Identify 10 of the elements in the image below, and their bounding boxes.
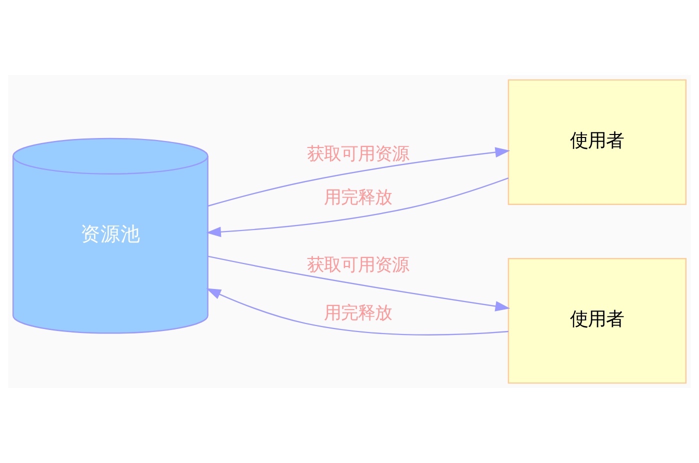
edge-label: 用完释放 [324,304,392,324]
node-box: 使用者 [508,258,687,384]
edge-label: 用完释放 [324,188,392,208]
edge-label: 获取可用资源 [307,144,410,165]
arrow [208,147,510,207]
arrow [208,256,510,312]
arrow [206,288,508,336]
node-box: 使用者 [508,79,687,205]
edge-label: 获取可用资源 [307,256,410,276]
arrow [206,177,509,238]
